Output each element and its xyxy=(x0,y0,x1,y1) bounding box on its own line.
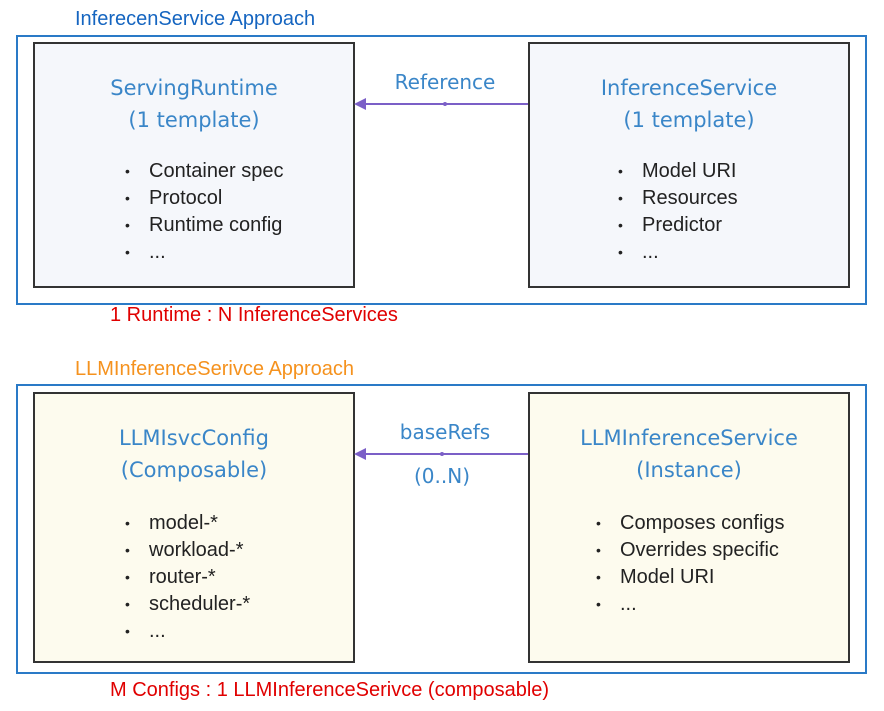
llm-isvc-config-subheading: (Composable) xyxy=(120,458,268,482)
list-item: ... xyxy=(125,239,284,266)
list-item: ... xyxy=(596,591,785,618)
bottom-cardinality-note: M Configs : 1 LLMInferenceSerivce (compo… xyxy=(110,679,550,701)
serving-runtime-subheading: (1 template) xyxy=(128,108,260,132)
serving-runtime-heading: ServingRuntime xyxy=(110,76,278,100)
llm-inference-service-heading: LLMInferenceService xyxy=(580,426,798,450)
inference-service-subheading: (1 template) xyxy=(623,108,755,132)
top-cardinality-note: 1 Runtime : N InferenceServices xyxy=(110,304,398,326)
llm-inference-service-subheading: (Instance) xyxy=(636,458,742,482)
inference-service-list: Model URI Resources Predictor ... xyxy=(618,158,738,266)
reference-arrow xyxy=(354,98,528,110)
list-item: Runtime config xyxy=(125,212,284,239)
serving-runtime-list: Container spec Protocol Runtime config .… xyxy=(125,158,284,266)
llm-inference-service-box: LLMInferenceService (Instance) Composes … xyxy=(528,392,850,663)
list-item: router-* xyxy=(125,564,250,591)
llm-inference-service-list: Composes configs Overrides specific Mode… xyxy=(596,510,785,618)
inference-service-box: InferenceService (1 template) Model URI … xyxy=(528,42,850,288)
bottom-section-frame xyxy=(16,384,867,674)
base-refs-arrow-label: baseRefs xyxy=(399,420,491,444)
bottom-section-title: LLMInferenceSerivce Approach xyxy=(75,358,355,380)
reference-arrow-label: Reference xyxy=(394,70,496,94)
list-item: Composes configs xyxy=(596,510,785,537)
top-section-frame xyxy=(16,35,867,305)
base-refs-arrow-cardinality: (0..N) xyxy=(413,464,470,488)
serving-runtime-box: ServingRuntime (1 template) Container sp… xyxy=(33,42,355,288)
inference-service-heading: InferenceService xyxy=(600,76,778,100)
list-item: Model URI xyxy=(618,158,738,185)
llm-isvc-config-heading: LLMIsvcConfig xyxy=(118,426,269,450)
base-refs-arrow xyxy=(354,448,528,460)
list-item: Model URI xyxy=(596,564,785,591)
list-item: Predictor xyxy=(618,212,738,239)
list-item: workload-* xyxy=(125,537,250,564)
top-section-title: InferecenService Approach xyxy=(75,8,316,30)
list-item: ... xyxy=(618,239,738,266)
list-item: scheduler-* xyxy=(125,591,250,618)
list-item: Container spec xyxy=(125,158,284,185)
list-item: Overrides specific xyxy=(596,537,785,564)
list-item: Protocol xyxy=(125,185,284,212)
list-item: model-* xyxy=(125,510,250,537)
llm-isvc-config-box: LLMIsvcConfig (Composable) model-* workl… xyxy=(33,392,355,663)
llm-isvc-config-list: model-* workload-* router-* scheduler-* … xyxy=(125,510,250,645)
list-item: Resources xyxy=(618,185,738,212)
list-item: ... xyxy=(125,618,250,645)
